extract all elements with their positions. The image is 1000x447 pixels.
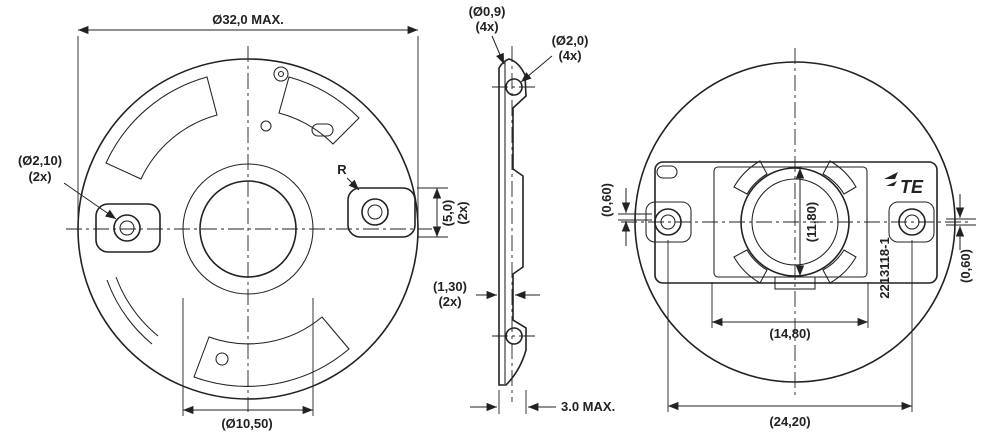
rear-center-bore bbox=[740, 167, 850, 277]
dim-offset-left-label: (0,60) bbox=[599, 183, 614, 217]
front-part-outline bbox=[77, 58, 419, 400]
rim-arc-inner bbox=[115, 276, 159, 337]
front-centerlines bbox=[66, 46, 432, 412]
rear-bottom-notch bbox=[774, 276, 816, 290]
small-hole-bottom bbox=[215, 352, 229, 366]
side-hole-bottom bbox=[505, 327, 523, 345]
dim-flange-qty-label: (2x) bbox=[438, 294, 461, 309]
rear-part-outline bbox=[634, 61, 956, 383]
dim-window-height-label: (11,80) bbox=[804, 202, 819, 242]
rear-left-hole bbox=[654, 208, 682, 236]
retention-wedge-top-right bbox=[822, 160, 857, 195]
rear-centerlines bbox=[621, 48, 969, 396]
retention-wedge-bottom-right bbox=[822, 249, 857, 284]
dim-thickness-label: 3.0 MAX. bbox=[561, 399, 615, 414]
dim-small-hole-label: (Ø0,9) bbox=[469, 4, 506, 19]
dim-flange-label: (1,30) bbox=[433, 279, 467, 294]
dim-large-hole-label: (Ø2,0) bbox=[552, 33, 589, 48]
retention-wedge-bottom-left bbox=[733, 249, 768, 284]
radius-label: R bbox=[337, 162, 347, 177]
rear-right-hole bbox=[898, 208, 926, 236]
front-center-boss bbox=[182, 163, 314, 295]
rear-left-boss bbox=[645, 201, 692, 243]
te-logo: TE bbox=[884, 172, 924, 197]
te-logo-mark bbox=[884, 172, 898, 179]
rim-arc-outer bbox=[106, 279, 153, 345]
dim-hole-spacing-label: (24,20) bbox=[769, 414, 810, 429]
rear-outer-circle bbox=[634, 61, 956, 383]
front-center-bore bbox=[199, 180, 297, 278]
front-view: Ø32,0 MAX. (Ø2,10) (2x) R (5,0) (2x) (Ø1… bbox=[18, 12, 470, 431]
dim-ear-hole-label: (Ø2,10) bbox=[18, 153, 62, 168]
left-ear bbox=[95, 203, 161, 253]
dim-large-hole-leader bbox=[520, 55, 553, 83]
dim-window-width-label: (14,80) bbox=[769, 326, 810, 341]
dim-ear-width-qty-label: (2x) bbox=[455, 201, 470, 224]
side-profile bbox=[498, 58, 527, 386]
flange-wedge-top-left bbox=[105, 76, 218, 180]
slot-front bbox=[311, 123, 334, 137]
side-hole-top bbox=[505, 78, 523, 96]
rear-view: TE 2213118-1 (11,80) (14,80) (24,20) (0,… bbox=[599, 48, 976, 429]
left-ear-hole bbox=[113, 214, 141, 242]
right-ear bbox=[347, 187, 416, 238]
dim-small-hole-leader bbox=[491, 35, 505, 65]
front-dimensions: Ø32,0 MAX. (Ø2,10) (2x) R (5,0) (2x) (Ø1… bbox=[18, 12, 470, 431]
side-dimensions: (Ø0,9) (4x) (Ø2,0) (4x) (1,30) (2x) 3.0 … bbox=[433, 4, 615, 414]
small-hole-top bbox=[273, 66, 289, 82]
rear-right-boss bbox=[888, 201, 935, 243]
side-view: (Ø0,9) (4x) (Ø2,0) (4x) (1,30) (2x) 3.0 … bbox=[433, 4, 615, 414]
te-logo-text: TE bbox=[900, 177, 924, 197]
side-part-outline bbox=[498, 58, 527, 386]
dim-ear-hole-leader bbox=[63, 182, 117, 220]
radius-leader bbox=[346, 177, 360, 191]
dim-ear-width-label: (5,0) bbox=[440, 200, 455, 227]
retention-wedge-top-left bbox=[733, 160, 768, 195]
dim-outer-diameter-label: Ø32,0 MAX. bbox=[212, 12, 284, 27]
front-outer-circle bbox=[77, 58, 419, 400]
flange-wedge-bottom bbox=[193, 316, 350, 387]
right-ear-hole bbox=[361, 198, 389, 226]
rear-dimensions: (11,80) (14,80) (24,20) (0,60) (0,60) bbox=[599, 168, 976, 429]
dim-small-hole-qty-label: (4x) bbox=[475, 19, 498, 34]
small-hole-inner bbox=[260, 120, 272, 132]
dim-center-bore-label: (Ø10,50) bbox=[221, 416, 272, 431]
dim-large-hole-qty-label: (4x) bbox=[558, 48, 581, 63]
dim-ear-hole-qty-label: (2x) bbox=[28, 169, 51, 184]
rear-slot bbox=[656, 165, 678, 179]
flange-wedge-top-right bbox=[278, 76, 360, 145]
dim-offset-right-label: (0,60) bbox=[958, 249, 973, 283]
part-number-label: 2213118-1 bbox=[877, 237, 892, 298]
